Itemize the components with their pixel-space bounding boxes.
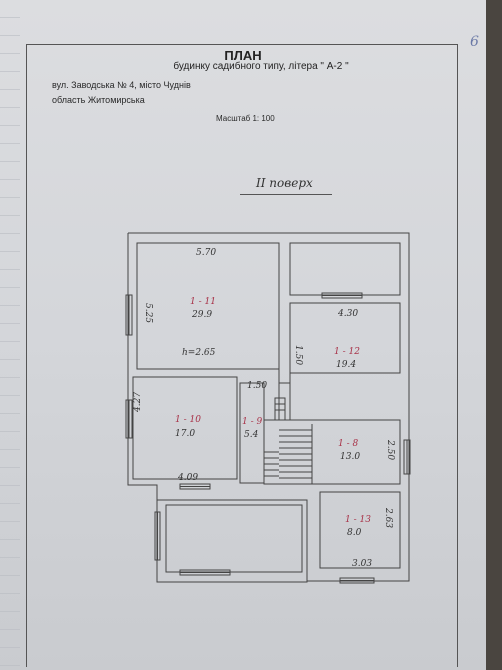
room-1-11-area: 29.9 bbox=[191, 310, 212, 320]
staircase bbox=[264, 397, 313, 484]
document-sheet: 6 ПЛАН будинку садибного типу, літера " … bbox=[0, 0, 486, 670]
dimension-label: 1.50 bbox=[293, 345, 303, 365]
drawing-frame bbox=[26, 44, 458, 667]
room-1-11-walls bbox=[136, 242, 280, 370]
dimension-label: 4.27 bbox=[133, 392, 143, 413]
room-1-9-id: 1 - 9 bbox=[242, 417, 262, 427]
dimension-label: 5.25 bbox=[143, 303, 153, 323]
outer-wall bbox=[128, 232, 410, 582]
dimension-label: 3.03 bbox=[352, 559, 372, 569]
room-1-9-area: 5.4 bbox=[244, 430, 259, 440]
upper-right-walls bbox=[289, 242, 401, 296]
room-1-12-walls bbox=[289, 302, 401, 374]
dimension-label: 4.30 bbox=[337, 309, 358, 319]
windows bbox=[125, 292, 411, 584]
dimension-label: 2.50 bbox=[385, 439, 395, 460]
room-1-8-id: 1 - 8 bbox=[338, 439, 358, 449]
lower-annex-inner bbox=[165, 504, 303, 573]
room-1-8-area: 13.0 bbox=[340, 452, 360, 462]
room-1-12-area: 19.4 bbox=[336, 360, 356, 370]
room-1-13-area: 8.0 bbox=[347, 528, 362, 538]
dimension-label: 4.09 bbox=[177, 473, 198, 483]
floor-label-underline bbox=[240, 194, 332, 195]
dimension-label: 5.70 bbox=[196, 248, 216, 258]
room-1-10-id: 1 - 10 bbox=[175, 415, 201, 425]
room-1-13-walls bbox=[319, 491, 401, 569]
room-1-10-walls bbox=[132, 376, 238, 480]
room-1-13-id: 1 - 13 bbox=[345, 515, 371, 525]
room-1-12-id: 1 - 12 bbox=[334, 347, 360, 357]
room-1-10-area: 17.0 bbox=[175, 429, 195, 439]
address-line: вул. Заводська № 4, місто Чуднів bbox=[52, 80, 191, 90]
region-line: область Житомирська bbox=[52, 95, 145, 105]
plan-subtitle: будинку садибного типу, літера " А-2 " bbox=[173, 61, 349, 72]
ceiling-height-label: h=2.65 bbox=[182, 348, 216, 358]
plan-title: ПЛАН bbox=[224, 48, 262, 63]
page-margin-ruling bbox=[0, 0, 20, 670]
floor-label: II поверх bbox=[256, 176, 313, 190]
dimension-label: 2.63 bbox=[383, 507, 393, 528]
outer-wall-left bbox=[127, 233, 158, 500]
page-number: 6 bbox=[470, 34, 479, 50]
room-1-11-id: 1 - 11 bbox=[190, 297, 216, 307]
scale-label: Масштаб 1: 100 bbox=[216, 114, 275, 123]
dimension-label: 1.50 bbox=[247, 381, 267, 391]
